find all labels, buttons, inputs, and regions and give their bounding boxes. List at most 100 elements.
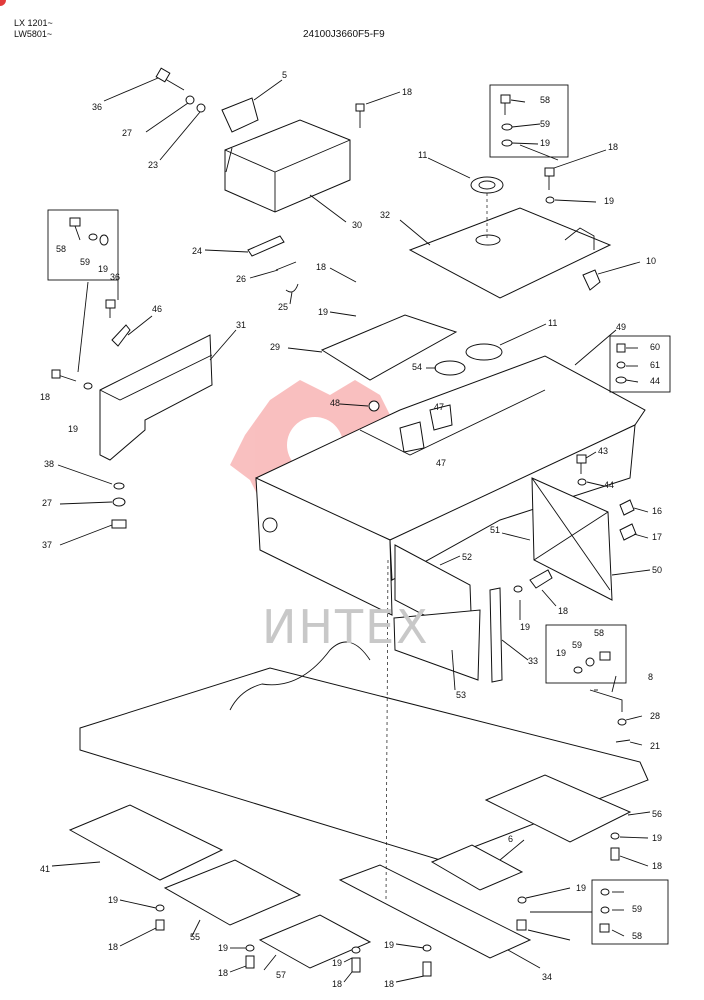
callout-label: 28 (650, 711, 660, 721)
callout-label: 18 (108, 942, 118, 952)
callout-label: 27 (42, 498, 52, 508)
washer-19-right-top (545, 196, 555, 204)
callout-label: 19 (332, 958, 342, 968)
plate-6 (430, 844, 524, 891)
callout-label: 53 (456, 690, 466, 700)
callout-label: 23 (148, 160, 158, 170)
grommet-11-mid (465, 343, 503, 361)
panel-41 (68, 804, 224, 881)
callout-label: 31 (236, 320, 246, 330)
battery-part (224, 119, 351, 213)
callout-label: 59 (80, 257, 90, 267)
panel-53 (393, 609, 481, 681)
callout-label: 19 (68, 424, 78, 434)
callout-label: 58 (540, 95, 550, 105)
callout-label: 41 (40, 864, 50, 874)
callout-label: 29 (270, 342, 280, 352)
strip-34 (338, 864, 532, 959)
panel-51 (531, 477, 613, 601)
callout-label: 19 (576, 883, 586, 893)
callout-label: 57 (276, 970, 286, 980)
callout-label: 16 (652, 506, 662, 516)
panel-55 (163, 859, 302, 926)
cap-10 (582, 269, 601, 291)
callout-label: 59 (572, 640, 582, 650)
mount-plate-32 (408, 207, 612, 299)
bolt-part-18-top (355, 103, 365, 128)
callout-label: 38 (44, 459, 54, 469)
clip-16 (619, 499, 635, 516)
panel-56 (484, 774, 632, 843)
callout-label: 10 (646, 256, 656, 266)
callout-label: 55 (190, 932, 200, 942)
corner-badge (0, 0, 6, 6)
callout-label: 48 (330, 398, 340, 408)
inset-box-top (489, 84, 569, 158)
callout-label: 5 (282, 70, 287, 80)
inset-box-right (609, 335, 671, 393)
model-line-2: LW5801~ (14, 29, 53, 39)
callout-label: 18 (332, 979, 342, 989)
handle-8 (589, 689, 623, 712)
bracket-31 (99, 334, 213, 461)
callout-label: 50 (652, 565, 662, 575)
callout-label: 58 (632, 931, 642, 941)
callout-label: 18 (558, 606, 568, 616)
callout-label: 19 (98, 264, 108, 274)
floor-base (79, 641, 649, 861)
callout-label: 27 (122, 128, 132, 138)
callout-label: 18 (652, 861, 662, 871)
callout-label: 46 (152, 304, 162, 314)
callout-label: 60 (650, 342, 660, 352)
callout-label: 19 (108, 895, 118, 905)
callout-label: 44 (604, 480, 614, 490)
callout-label: 19 (604, 196, 614, 206)
callout-label: 24 (192, 246, 202, 256)
drawing-code: 24100J3660F5-F9 (303, 29, 385, 40)
knob-48 (368, 400, 380, 412)
callout-label: 36 (92, 102, 102, 112)
pin-26 (275, 261, 297, 271)
callout-label: 18 (402, 87, 412, 97)
callout-label: 33 (528, 656, 538, 666)
callout-label: 18 (316, 262, 326, 272)
callout-label: 58 (56, 244, 66, 254)
callout-label: 26 (236, 274, 246, 284)
callout-label: 47 (434, 402, 444, 412)
callout-label: 18 (40, 392, 50, 402)
callout-label: 8 (648, 672, 653, 682)
callout-labels: 36 5 27 23 18 58 59 19 11 32 18 19 10 30… (40, 70, 662, 989)
callout-label: 17 (652, 532, 662, 542)
callout-label: 36 (110, 272, 120, 282)
callout-label: 19 (384, 940, 394, 950)
callout-label: 30 (352, 220, 362, 230)
watermark-text: ИНТЕХ (262, 600, 430, 654)
callout-label: 52 (462, 552, 472, 562)
callout-label: 59 (540, 119, 550, 129)
callout-label: 34 (542, 972, 552, 982)
callout-label: 51 (490, 525, 500, 535)
callout-label: 58 (594, 628, 604, 638)
callout-label: 18 (218, 968, 228, 978)
bracket-part-5 (221, 97, 259, 133)
callout-label: 18 (608, 142, 618, 152)
callout-label: 19 (218, 943, 228, 953)
callout-label: 25 (278, 302, 288, 312)
main-frame-body (255, 355, 646, 616)
bar-33 (489, 587, 503, 683)
inset-box-lower (545, 624, 627, 684)
callout-label: 61 (650, 360, 660, 370)
grommet-11-top (470, 176, 504, 194)
callout-label: 19 (556, 648, 566, 658)
callout-label: 32 (380, 210, 390, 220)
callout-label: 37 (42, 540, 52, 550)
callout-label: 6 (508, 834, 513, 844)
callout-label: 47 (436, 458, 446, 468)
grommet-54 (434, 360, 466, 376)
callout-label: 19 (652, 833, 662, 843)
model-line-1: LX 1201~ (14, 18, 53, 28)
pin-24 (247, 235, 285, 257)
bolt-part-36 (155, 67, 185, 91)
washer-27 (185, 95, 195, 105)
